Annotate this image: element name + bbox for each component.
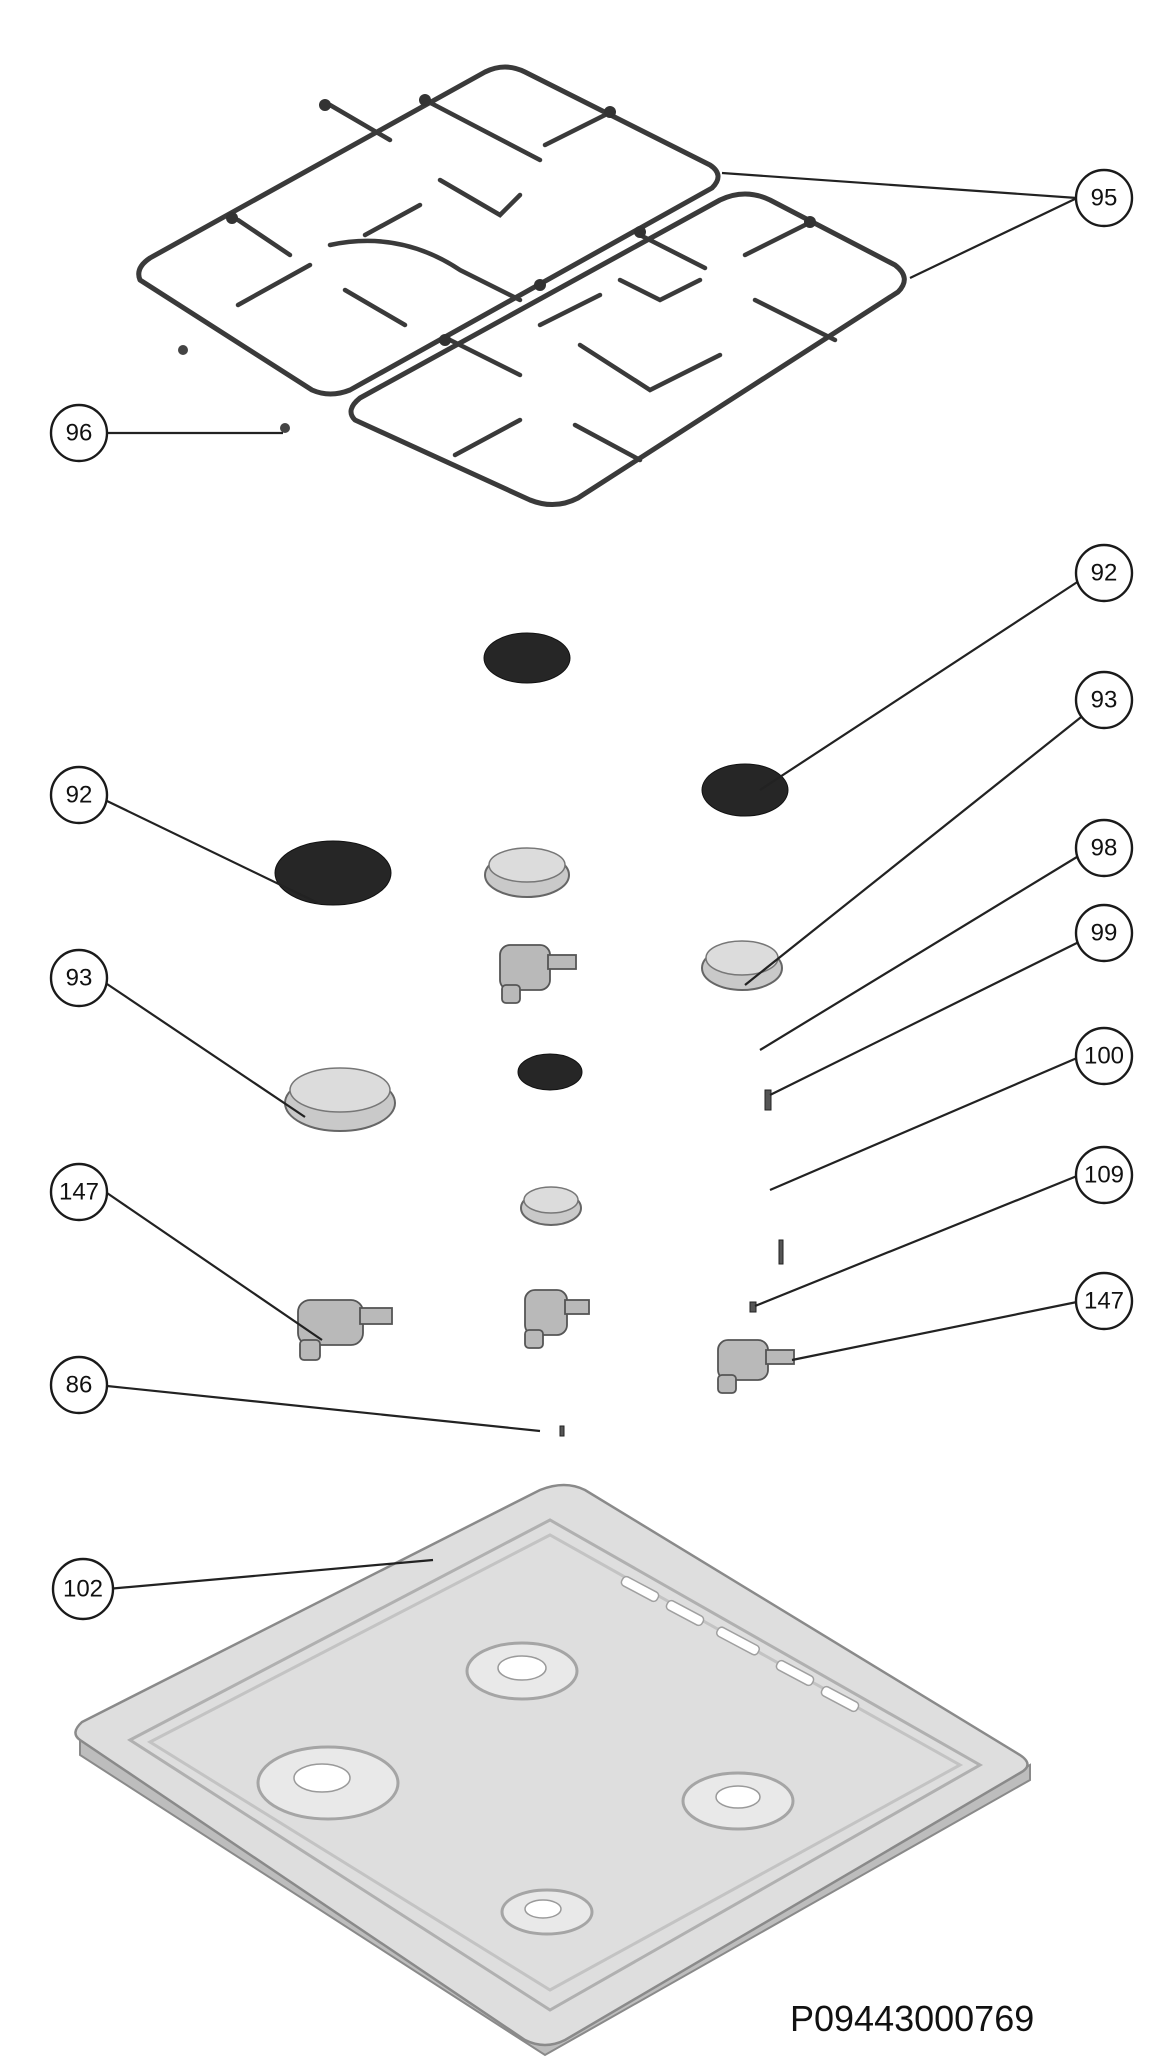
- callout-label-93-left: 93: [66, 965, 93, 992]
- cap-left-large: [274, 840, 392, 906]
- left-grate: [136, 64, 721, 397]
- callout-label-93-right: 93: [1091, 687, 1118, 714]
- callout-147-right: 147: [1074, 1271, 1134, 1331]
- injector-rear: [499, 944, 577, 1004]
- callout-label-98: 98: [1091, 835, 1118, 862]
- electrode: [778, 1239, 784, 1265]
- callout-95: 95: [1074, 168, 1134, 228]
- screw: [749, 1301, 757, 1313]
- leader-lines: [106, 171, 1101, 1591]
- injector-holders: [297, 944, 795, 1394]
- callout-98: 98: [1074, 818, 1134, 878]
- vent-slots: [620, 1575, 860, 1713]
- callout-93-left: 93: [49, 948, 109, 1008]
- cap-right: [701, 763, 789, 817]
- cap-rear: [483, 632, 571, 684]
- callout-label-109: 109: [1084, 1162, 1124, 1189]
- callout-147-left: 147: [49, 1162, 109, 1222]
- thermocouple-clip: [764, 1089, 772, 1111]
- callout-100: 100: [1074, 1026, 1134, 1086]
- plate-hole-left: [256, 1745, 400, 1821]
- crown-right: [701, 940, 783, 991]
- callout-label-100: 100: [1084, 1043, 1124, 1070]
- burner-caps: [274, 632, 789, 1091]
- nozzle: [559, 1425, 565, 1437]
- callout-label-99: 99: [1091, 920, 1118, 947]
- callout-92-left: 92: [49, 765, 109, 825]
- callout-102: 102: [51, 1557, 115, 1621]
- crown-rear: [484, 847, 570, 898]
- callout-label-96: 96: [66, 420, 93, 447]
- callout-label-95: 95: [1091, 185, 1118, 212]
- burner-crowns: [284, 847, 783, 1226]
- plate-hole-front: [500, 1888, 594, 1936]
- injector-front: [524, 1289, 590, 1349]
- callout-96: 96: [49, 403, 109, 463]
- callout-label-86: 86: [66, 1372, 93, 1399]
- small-parts: [559, 1089, 784, 1437]
- callout-label-102: 102: [63, 1576, 103, 1603]
- crown-left: [284, 1067, 396, 1132]
- rubber-foot-left: [178, 345, 188, 355]
- callout-label-147-right: 147: [1084, 1288, 1124, 1315]
- right-grate: [348, 191, 907, 507]
- rubber-foot-right: [280, 423, 290, 433]
- crown-front: [520, 1186, 582, 1226]
- callout-99: 99: [1074, 903, 1134, 963]
- cap-front-small: [517, 1053, 583, 1091]
- hob-base-plate: [74, 1483, 1031, 2057]
- callout-label-92-left: 92: [66, 782, 93, 809]
- injector-right: [717, 1339, 795, 1394]
- plate-hole-rear: [465, 1641, 579, 1701]
- callout-93-right: 93: [1074, 670, 1134, 730]
- callout-92-right: 92: [1074, 543, 1134, 603]
- callout-label-92-right: 92: [1091, 560, 1118, 587]
- pan-support-grates: [136, 64, 907, 507]
- plate-hole-right: [681, 1771, 795, 1831]
- drawing-reference-code: P09443000769: [790, 1998, 1035, 2039]
- callout-label-147-left: 147: [59, 1179, 99, 1206]
- callout-86: 86: [49, 1355, 109, 1415]
- callout-109: 109: [1074, 1145, 1134, 1205]
- injector-left: [297, 1299, 393, 1361]
